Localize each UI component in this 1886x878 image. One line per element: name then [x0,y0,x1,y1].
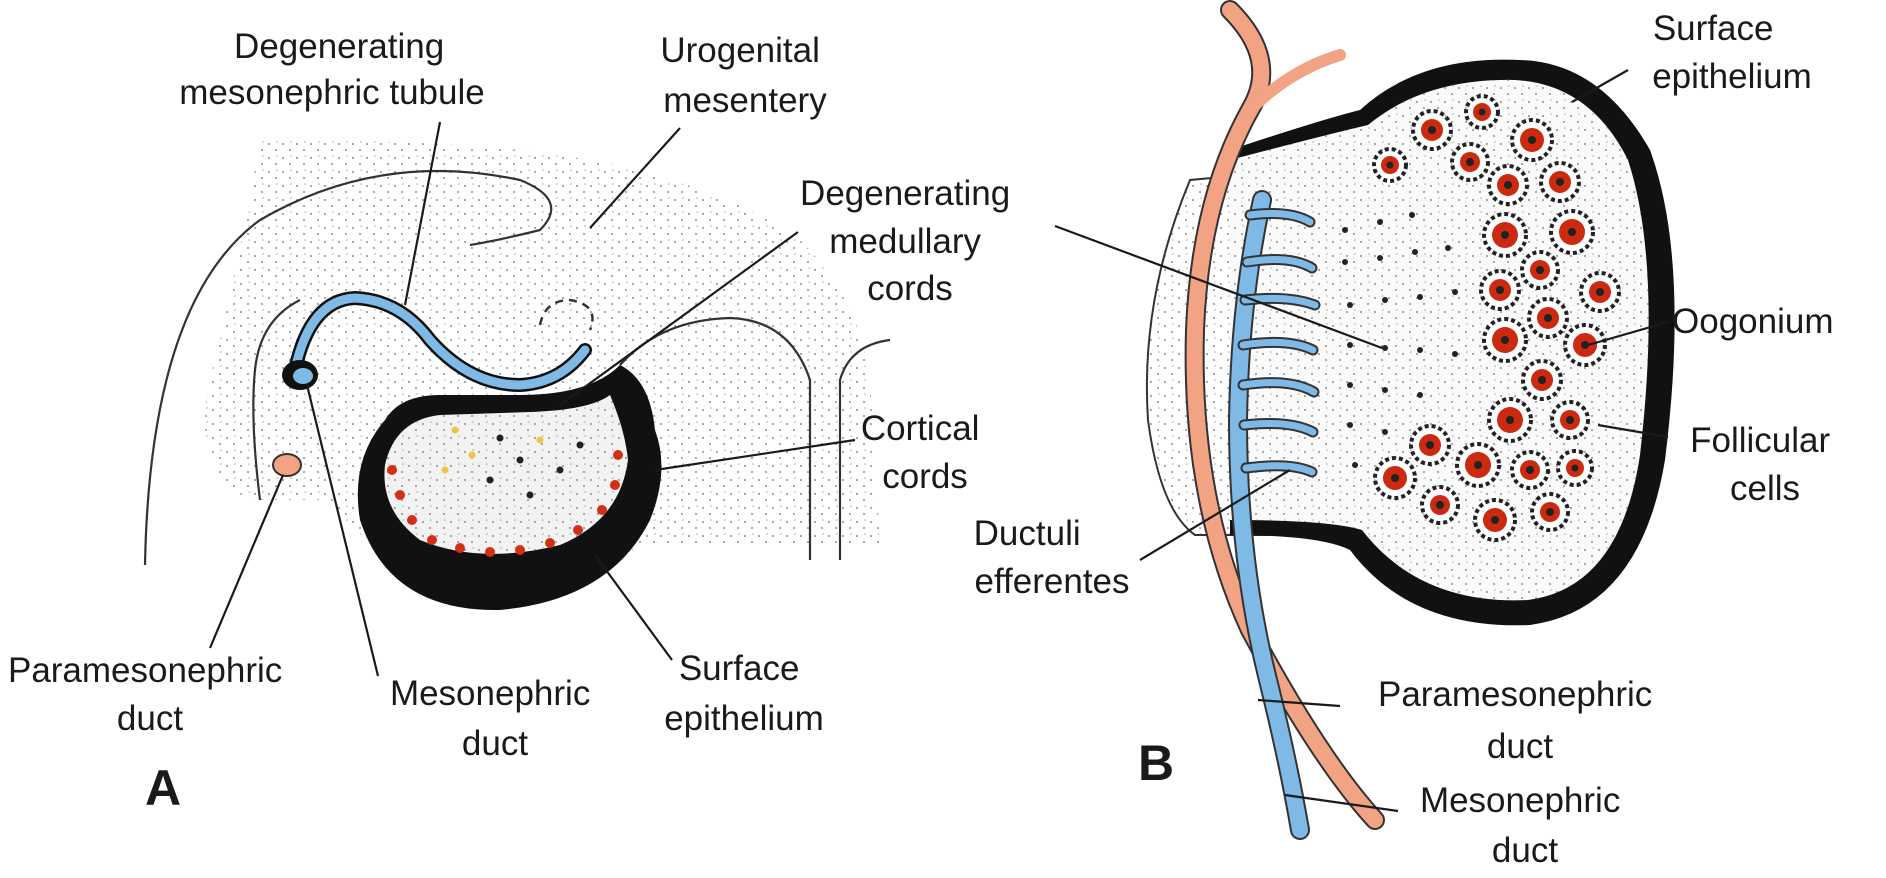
label-follicular-cells: Follicular cells [1690,421,1840,508]
follicle [1541,163,1579,201]
panel-a-paramesonephric-duct [273,454,301,476]
follicle [1422,487,1458,523]
panel-a-mesonephric-duct [282,360,318,390]
label-paramesonephric-duct-a: Paramesonephric duct [8,651,292,738]
follicle [1529,299,1567,337]
follicle [1581,273,1619,311]
follicle [1375,458,1415,498]
label-surface-epithelium-a: Surface epithelium [664,649,824,738]
leader-a-surface [595,555,672,660]
follicle [1565,325,1605,365]
follicle [1466,96,1498,128]
label-urogenital-mesentery: Urogenital mesentery [660,31,829,120]
follicle [1522,252,1558,288]
panel-a-letter: A [145,760,181,816]
follicle [1489,399,1531,441]
panel-b-letter: B [1138,735,1174,791]
follicle [1413,111,1451,149]
label-ductuli-efferentes: Ductuli efferentes [974,514,1130,601]
follicle [1532,494,1568,530]
follicle [1411,426,1449,464]
label-degenerating-tubule: Degenerating mesonephric tubule [179,27,484,112]
label-mesonephric-duct-a: Mesonephric duct [390,674,600,763]
follicle [1457,444,1499,486]
follicle [1475,500,1515,540]
follicle [1481,271,1519,309]
follicle [1523,361,1561,399]
leader-a-paramesonephric [210,475,283,648]
follicle [1374,149,1406,181]
label-cortical-cords: Cortical cords [861,409,989,496]
panel-a: Degenerating mesonephric tubule Urogenit… [8,27,1020,816]
label-oogonium: Oogonium [1672,302,1833,341]
label-mesonephric-duct-b: Mesonephric duct [1420,781,1630,870]
follicle [1552,402,1588,438]
follicle [1452,144,1488,180]
panel-b: Surface epithelium Oogonium Follicular c… [974,9,1840,870]
follicle [1484,214,1526,256]
label-surface-epithelium-b: Surface epithelium [1652,9,1812,96]
follicle [1551,211,1593,253]
follicle [1512,120,1552,160]
label-paramesonephric-duct-b: Paramesonephric duct [1378,675,1662,766]
follicle [1558,451,1592,485]
follicle [1484,319,1526,361]
follicle [1489,166,1527,204]
follicle [1512,452,1548,488]
